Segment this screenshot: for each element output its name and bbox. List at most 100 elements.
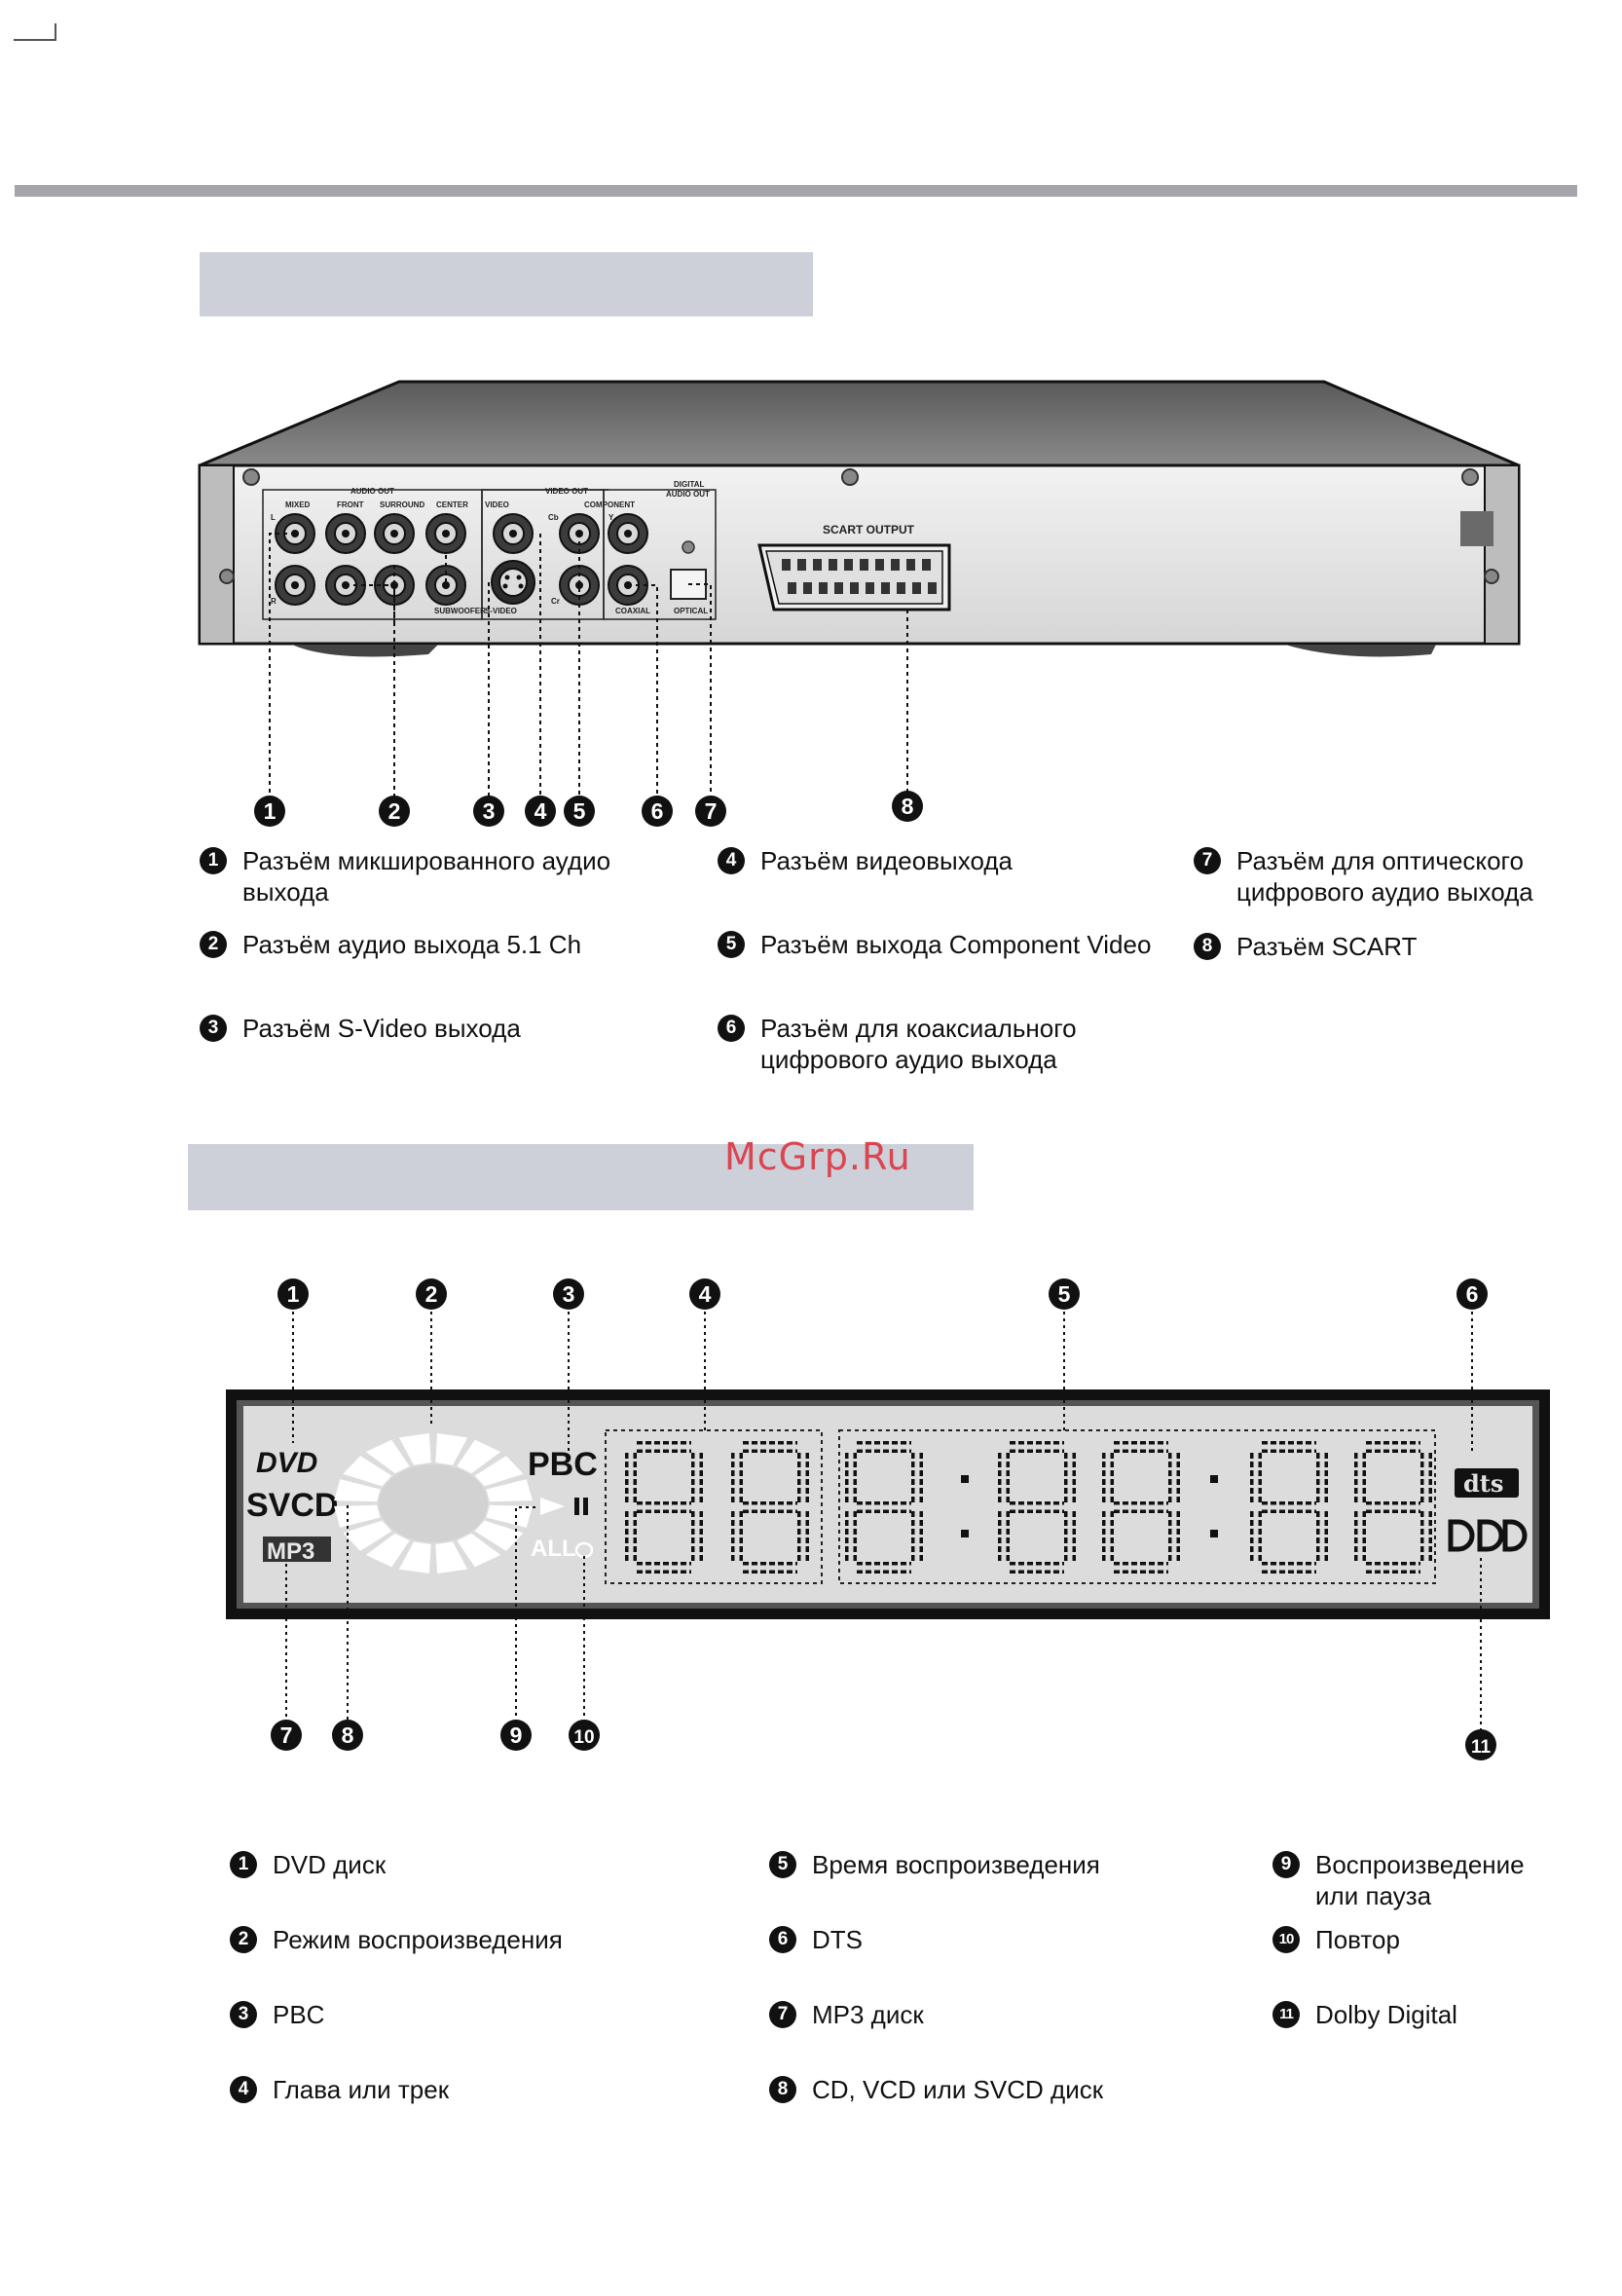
left-channel-label: L <box>271 513 276 522</box>
legend-label: Dolby Digital <box>1315 2000 1457 2029</box>
repeat-icon <box>574 1541 594 1559</box>
callout-number-8: 8 <box>342 1722 354 1748</box>
cb-label: Cb <box>548 513 559 522</box>
legend-number: 7 <box>769 2001 796 2028</box>
callout-badge-2 <box>379 796 410 827</box>
legend-label: Глава или трек <box>273 2075 450 2104</box>
legend-label: Разъём выхода Component Video <box>760 930 1152 959</box>
rear-panel-illustration: AUDIO OUT MIXED FRONT SURROUND CENTER SU… <box>198 380 1521 827</box>
legend-label: Разъём S-Video выхода <box>242 1014 521 1043</box>
mp3-indicator-box <box>263 1537 331 1562</box>
legend-item-5: 5 Время воспроизведения <box>769 1849 1100 1880</box>
crop-mark <box>14 23 56 41</box>
legend-label: Разъём SCART <box>1236 932 1418 961</box>
digit-8 <box>625 1441 703 1574</box>
digit-8 <box>998 1441 1076 1574</box>
seven-segment-digits <box>625 1441 1432 1574</box>
legend-label: DVD диск <box>273 1850 387 1879</box>
legend-number: 11 <box>1272 2001 1300 2028</box>
callout-badge-10 <box>569 1720 600 1751</box>
y-label: Y <box>608 513 614 522</box>
legend-item-4: 4 Разъём видеовыхода <box>718 845 1013 876</box>
callout-number-4: 4 <box>699 1281 712 1307</box>
legend-number: 4 <box>718 847 745 874</box>
legend-label: Время воспроизведения <box>812 1850 1100 1879</box>
callout-badge-5 <box>1049 1278 1080 1310</box>
legend-item-3: 3 Разъём S-Video выхода <box>200 1013 521 1044</box>
display-section-header <box>188 1144 974 1210</box>
legend-number: 5 <box>718 931 745 958</box>
dvd-indicator: DVD <box>256 1447 317 1479</box>
legend-label: Разъём аудио выхода 5.1 Ch <box>242 930 582 959</box>
legend-number: 10 <box>1272 1926 1300 1953</box>
legend-number: 6 <box>718 1015 745 1042</box>
callout-number-2: 2 <box>388 798 401 824</box>
dts-indicator: dts <box>1463 1469 1503 1498</box>
callout-number-1: 1 <box>264 798 276 824</box>
legend-item-6: 6 Разъём для коаксиального цифрового ауди… <box>718 1013 1077 1075</box>
legend-label: Разъём для коаксиального цифрового аудио… <box>760 1014 1077 1074</box>
legend-label: MP3 диск <box>812 2000 924 2029</box>
legend-label: Воспроизведение или пауза <box>1315 1850 1525 1910</box>
callout-badge-5 <box>564 796 595 827</box>
legend-number: 3 <box>230 2001 257 2028</box>
callout-number-2: 2 <box>425 1281 438 1307</box>
time-colons <box>961 1475 1218 1537</box>
watermark: McGrp.Ru <box>724 1135 911 1178</box>
callout-number-7: 7 <box>280 1722 293 1748</box>
svideo-jack <box>491 560 535 605</box>
callout-number-6: 6 <box>1466 1281 1479 1307</box>
svcd-indicator: SVCD <box>246 1487 338 1524</box>
legend-item-7: 7 MP3 диск <box>769 1999 924 2030</box>
digital-audio-out-label: AUDIO OUT <box>666 490 710 499</box>
callout-badge-3 <box>553 1278 584 1310</box>
legend-label: CD, VCD или SVCD диск <box>812 2075 1104 2104</box>
digit-8 <box>731 1441 809 1574</box>
front-label: FRONT <box>337 500 364 509</box>
callout-number-9: 9 <box>510 1722 523 1748</box>
callout-badge-6 <box>642 796 673 827</box>
surround-label: SURROUND <box>380 500 424 509</box>
legend-label: Разъём микшированного аудио выхода <box>242 846 611 907</box>
callout-badge-2 <box>416 1278 447 1310</box>
legend-number: 3 <box>200 1015 227 1042</box>
rear-leader-lines <box>269 533 908 798</box>
callout-number-5: 5 <box>1058 1281 1071 1307</box>
right-channel-label: R <box>271 597 276 606</box>
callout-number-10: 10 <box>573 1727 594 1748</box>
callout-badge-4 <box>525 796 556 827</box>
callout-number-5: 5 <box>573 798 586 824</box>
callout-badge-11 <box>1465 1729 1496 1760</box>
center-label: CENTER <box>436 500 468 509</box>
legend-item-11: 11 Dolby Digital <box>1272 1999 1457 2030</box>
legend-label: Повтор <box>1315 1925 1400 1954</box>
legend-number: 1 <box>200 847 227 874</box>
digit-8 <box>1102 1441 1180 1574</box>
callout-badge-1 <box>277 1278 309 1310</box>
legend-item-10: 10 Повтор <box>1272 1924 1400 1955</box>
pbc-indicator: PBC <box>528 1446 598 1483</box>
callout-number-1: 1 <box>287 1281 300 1307</box>
legend-number: 2 <box>200 931 227 958</box>
mixed-label: MIXED <box>285 500 311 509</box>
legend-label: Разъём видеовыхода <box>760 846 1013 875</box>
callout-badge-7 <box>695 796 726 827</box>
display-leader-lines <box>285 1312 1482 1731</box>
callout-number-11: 11 <box>1471 1737 1492 1758</box>
rca-jacks <box>275 513 648 606</box>
display-screen <box>243 1406 1532 1603</box>
legend-number: 6 <box>769 1926 796 1953</box>
callout-badge-3 <box>473 796 504 827</box>
callout-badge-1 <box>254 796 285 827</box>
callout-number-8: 8 <box>902 794 914 819</box>
legend-item-2: 2 Разъём аудио выхода 5.1 Ch <box>200 929 581 960</box>
pause-icon <box>574 1498 579 1515</box>
playback-mode-wheel <box>334 1433 533 1574</box>
legend-number: 5 <box>769 1851 796 1878</box>
